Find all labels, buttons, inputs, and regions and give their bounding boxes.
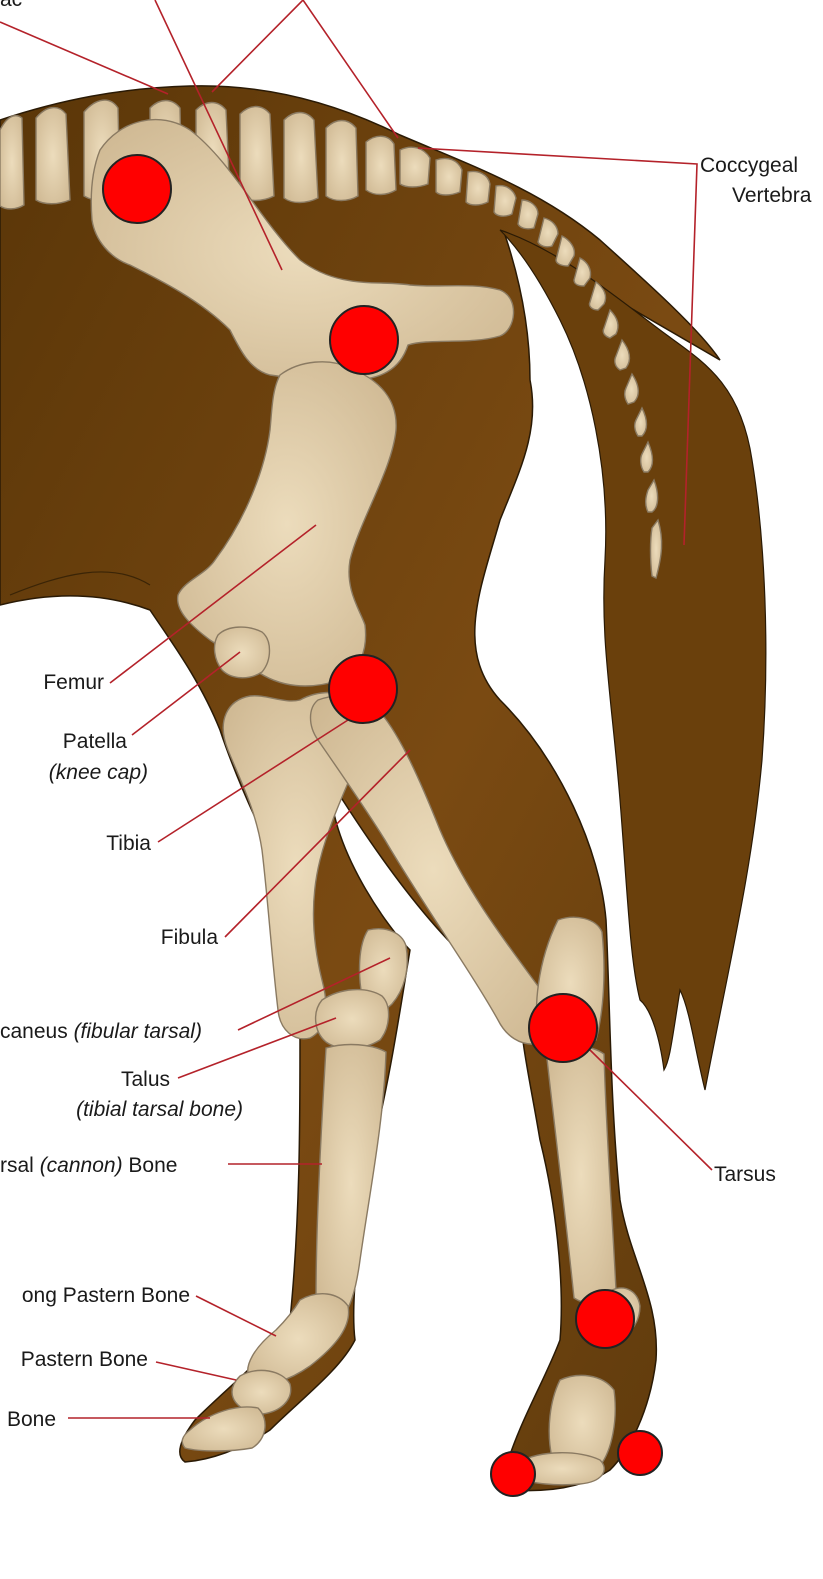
joint-marker-hoof-far [490,1451,536,1497]
talus-bone [315,988,390,1050]
label-calcaneus-name: caneus [0,1020,68,1043]
label-coccygeal-2: Vertebra [732,184,812,207]
label-metatarsal-suffix: Bone [128,1154,177,1177]
short-pastern-line [155,1361,237,1381]
label-fibula: Fibula [161,926,219,949]
femur-line [109,524,317,684]
metatarsal-far [315,1043,387,1323]
patella-bone [213,626,271,679]
coccygeal-line [417,147,698,546]
skeleton [0,99,663,1486]
label-talus: Talus [121,1068,170,1091]
coffin-near [519,1452,605,1486]
joint-marker-hock-upper [328,654,398,724]
label-metatarsal: rsal (cannon) Bone [0,1154,177,1177]
label-talus-note: (tibial tarsal bone) [76,1098,243,1121]
label-coccygeal: Coccygeal [700,154,798,177]
belly-contour [9,571,151,596]
label-femur: Femur [43,671,104,694]
joint-marker-hip [102,154,172,224]
label-long-pastern: ong Pastern Bone [22,1284,190,1307]
lumbar-line-a [154,0,283,271]
label-patella: Patella [63,730,128,753]
tail [499,229,767,1091]
joint-marker-tarsus [528,993,598,1063]
joint-marker-stifle [329,305,399,375]
labels: ac Coccygeal Vertebra Femur Patella (kne… [0,0,812,1431]
calcaneus-line [237,957,391,1031]
femur-bone [176,361,397,687]
talus-line [177,1017,337,1079]
joint-markers [102,154,663,1497]
label-calcaneus-note: (fibular tarsal) [74,1020,202,1043]
fibula-line [224,749,411,938]
label-metatarsal-note: (cannon) [40,1154,123,1177]
tarsus-line [589,1049,713,1171]
joint-marker-fetlock [575,1289,635,1349]
label-tibia: Tibia [106,832,151,855]
patella-line [131,651,241,736]
leader-lines [0,0,713,1419]
label-calcaneus: caneus (fibular tarsal) [0,1020,202,1043]
label-short-pastern: Pastern Bone [21,1348,148,1371]
label-sacral-fragment: ac [0,0,22,11]
coffin-far [181,1406,266,1452]
tibia-line [157,719,349,843]
coccygeal-vertebrae [399,146,663,580]
pelvis [90,118,515,381]
sacral-line [0,21,169,95]
label-patella-note: (knee cap) [49,761,148,784]
label-metatarsal-prefix: rsal [0,1154,34,1177]
label-tarsus: Tarsus [714,1163,776,1186]
sacrum-lines [211,0,399,139]
label-coffin: Bone [7,1408,56,1431]
long-pastern-line [195,1295,277,1337]
joint-marker-hoof-near [617,1430,663,1476]
